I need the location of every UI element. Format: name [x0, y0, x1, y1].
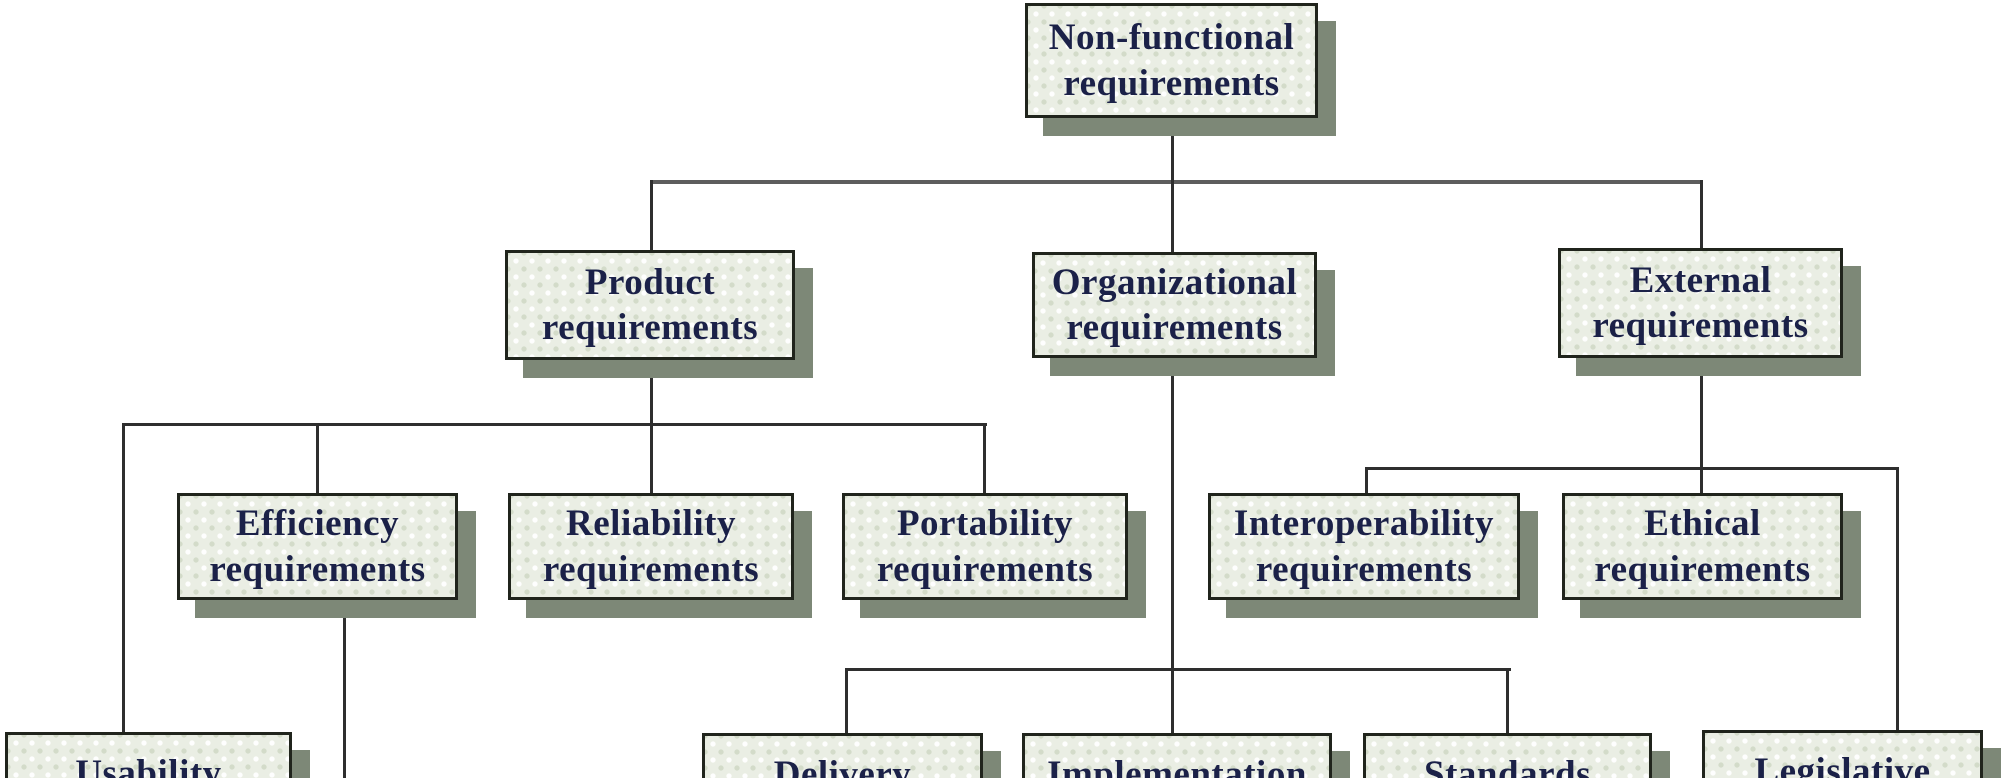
connector-line: [1506, 668, 1509, 733]
connector-line: [122, 423, 125, 732]
node-label: requirements: [1063, 62, 1280, 104]
node-legislative: Legislative: [1702, 730, 1983, 778]
node-implementation: Implementation: [1022, 733, 1332, 778]
node-label: Implementation: [1047, 754, 1307, 778]
node-label: requirements: [876, 548, 1094, 590]
connector-line: [1365, 467, 1899, 470]
node-label: Delivery: [773, 754, 912, 778]
connector-line: [1700, 358, 1703, 470]
connector-line: [1171, 358, 1174, 671]
connector-line: [122, 423, 987, 426]
node-label: requirements: [541, 307, 759, 348]
node-label: External: [1629, 259, 1772, 301]
node-label: Portability: [896, 503, 1074, 545]
connector-line: [1700, 467, 1703, 493]
node-label: Interoperability: [1233, 503, 1495, 545]
node-label: requirements: [1066, 307, 1283, 348]
node-label: requirements: [542, 548, 760, 590]
connector-line: [845, 668, 1511, 671]
node-label: Efficiency: [235, 503, 400, 545]
node-usability: Usability: [5, 732, 292, 778]
connector-line: [650, 180, 653, 250]
node-label: Reliability: [566, 503, 736, 545]
node-label: Non-functional: [1048, 17, 1295, 59]
connector-line: [845, 668, 848, 733]
node-label: Ethical: [1644, 503, 1761, 545]
connector-line: [1171, 668, 1174, 733]
node-label: Product: [584, 261, 716, 303]
connector-line: [1700, 180, 1703, 248]
connector-line: [1171, 118, 1174, 184]
node-label: Organizational: [1051, 261, 1298, 303]
connector-line: [650, 180, 1703, 184]
connector-line: [1896, 467, 1899, 730]
connector-line: [316, 423, 319, 493]
connector-line: [1171, 180, 1174, 252]
connector-line: [650, 360, 653, 493]
node-label: Standards: [1424, 754, 1591, 778]
node-label: requirements: [1592, 305, 1809, 346]
node-delivery: Delivery: [702, 733, 983, 778]
connector-line: [1365, 467, 1368, 493]
node-label: Usability: [75, 753, 222, 778]
node-label: requirements: [1594, 548, 1811, 590]
connector-line: [343, 600, 346, 778]
connector-line: [983, 423, 986, 493]
node-label: requirements: [209, 548, 426, 590]
node-standards: Standards: [1363, 733, 1652, 778]
node-label: Legislative: [1754, 751, 1931, 778]
node-label: requirements: [1255, 548, 1473, 590]
